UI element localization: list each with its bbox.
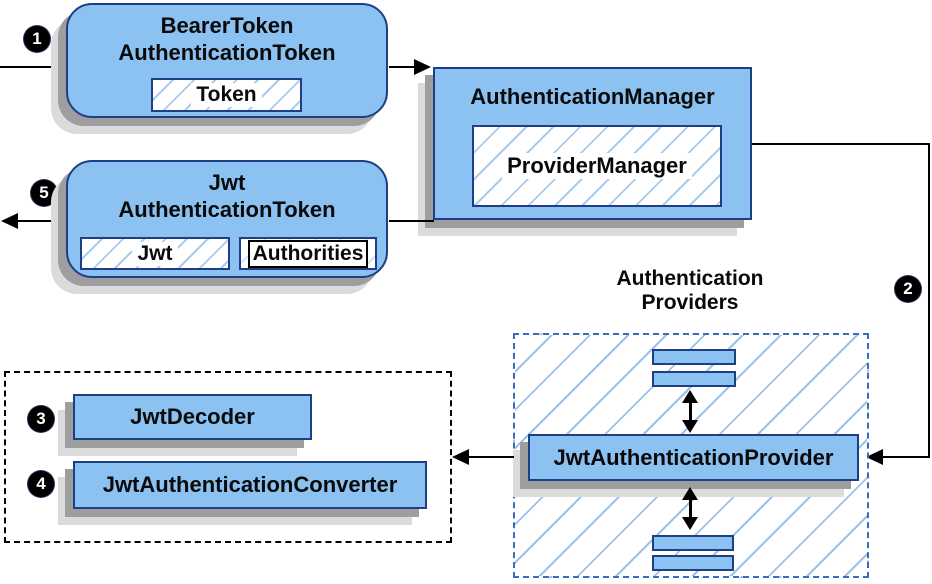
jwt-token-title-line2: AuthenticationToken bbox=[118, 197, 336, 222]
double-arrow-bottom bbox=[681, 487, 699, 530]
flow-line-manager-to-token bbox=[389, 220, 434, 222]
providers-heading-line1: Authentication bbox=[616, 267, 764, 290]
provider-placeholder-bar bbox=[652, 371, 736, 387]
arrowhead-into-decoder-group bbox=[452, 449, 469, 465]
jwt-slot: Jwt bbox=[80, 237, 230, 270]
arrowhead-to-manager bbox=[414, 59, 431, 75]
flow-line-incoming bbox=[0, 66, 66, 68]
providers-heading-line2: Providers bbox=[641, 291, 739, 314]
jwt-slot-label: Jwt bbox=[132, 241, 178, 266]
bearer-token-title-line1: BearerToken bbox=[160, 13, 294, 38]
step-number: 3 bbox=[36, 409, 46, 428]
arrowhead-into-provider bbox=[866, 449, 883, 465]
provider-placeholder-bar bbox=[652, 555, 734, 571]
flow-line-right-vertical bbox=[928, 143, 930, 458]
arrow-stem bbox=[688, 403, 692, 420]
token-slot-label: Token bbox=[191, 83, 262, 107]
jwt-decoder-box: JwtDecoder bbox=[73, 394, 312, 440]
flow-line-into-provider bbox=[880, 456, 930, 458]
arrowhead-down bbox=[682, 517, 698, 530]
token-slot: Token bbox=[151, 78, 302, 112]
provider-placeholder-bar bbox=[652, 349, 736, 365]
authorities-slot: Authorities bbox=[239, 237, 377, 270]
step-badge-5: 5 bbox=[31, 180, 57, 206]
jwt-authentication-provider-label: JwtAuthenticationProvider bbox=[553, 444, 834, 470]
step-badge-2: 2 bbox=[895, 276, 921, 302]
step-number: 1 bbox=[32, 29, 42, 48]
jwt-token-box-title: Jwt AuthenticationToken bbox=[68, 162, 386, 223]
jwt-authentication-converter-box: JwtAuthenticationConverter bbox=[73, 461, 427, 509]
jwt-token-title-line1: Jwt bbox=[208, 170, 246, 195]
step-number: 5 bbox=[39, 183, 49, 202]
flow-line-manager-right bbox=[752, 143, 930, 145]
jwt-authentication-converter-label: JwtAuthenticationConverter bbox=[102, 472, 398, 497]
arrow-stem bbox=[688, 500, 692, 517]
double-arrow-top bbox=[681, 390, 699, 433]
arrowhead-up bbox=[682, 487, 698, 500]
jwt-decoder-label: JwtDecoder bbox=[130, 404, 255, 429]
step-badge-3: 3 bbox=[28, 406, 54, 432]
bearer-token-authentication-token-box: BearerToken AuthenticationToken Token bbox=[66, 3, 388, 118]
authentication-providers-heading: Authentication Providers bbox=[580, 267, 800, 315]
authentication-manager-box: AuthenticationManager ProviderManager bbox=[433, 67, 752, 220]
jwt-authentication-token-box: Jwt AuthenticationToken Jwt Authorities bbox=[66, 160, 388, 278]
step-number: 4 bbox=[36, 474, 46, 493]
flow-line-to-manager bbox=[389, 66, 417, 68]
authorities-slot-label: Authorities bbox=[247, 239, 369, 268]
step-badge-4: 4 bbox=[28, 471, 54, 497]
provider-placeholder-bar bbox=[652, 535, 734, 551]
arrowhead-up bbox=[682, 390, 698, 403]
authentication-manager-title: AuthenticationManager bbox=[470, 84, 715, 109]
arrowhead-down bbox=[682, 420, 698, 433]
step-number: 2 bbox=[903, 279, 913, 298]
step-badge-1: 1 bbox=[24, 26, 50, 52]
bearer-token-box-title: BearerToken AuthenticationToken bbox=[68, 5, 386, 66]
flow-line-provider-to-decoder bbox=[466, 456, 514, 458]
bearer-token-title-line2: AuthenticationToken bbox=[118, 40, 336, 65]
arrowhead-outgoing bbox=[1, 213, 18, 229]
flow-line-outgoing bbox=[16, 220, 66, 222]
jwt-authentication-provider-box: JwtAuthenticationProvider bbox=[528, 434, 859, 481]
provider-manager-slot-label: ProviderManager bbox=[502, 153, 692, 179]
jwt-support-group-container bbox=[4, 371, 452, 543]
provider-manager-slot: ProviderManager bbox=[472, 125, 722, 207]
